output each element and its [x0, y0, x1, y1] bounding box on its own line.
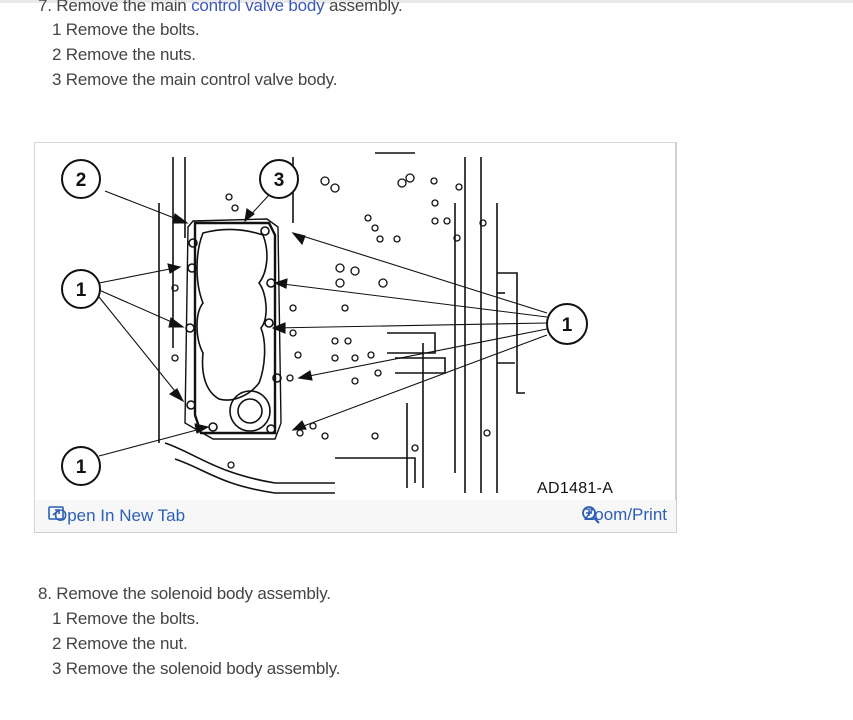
open-in-new-tab-button[interactable]: Open In New Tab [48, 506, 185, 526]
zoom-print-label: Zoom/Print [583, 505, 667, 524]
callout-2-label: 2 [76, 170, 87, 191]
callout-1-right-label: 1 [562, 315, 573, 336]
callout-2-circle [61, 159, 101, 199]
step-8-heading: 8. Remove the solenoid body assembly. [38, 584, 331, 603]
step-8-substep-3: 3 Remove the solenoid body assembly. [52, 659, 341, 678]
callout-3-label: 3 [274, 170, 285, 191]
step-8-substep-2: 2 Remove the nut. [52, 634, 188, 653]
top-divider [0, 0, 853, 3]
step-7-substep-1: 1 Remove the bolts. [52, 20, 200, 39]
control-valve-body-link[interactable]: control valve body [191, 0, 325, 15]
callout-1-left-bottom-circle [61, 446, 101, 486]
zoom-print-button[interactable]: Zoom/Print [581, 505, 667, 525]
step-7-heading: 7. Remove the main control valve body as… [38, 0, 403, 16]
step-8-substep-1: 1 Remove the bolts. [52, 609, 200, 628]
step-7-heading-text: 7. Remove the main [38, 0, 192, 15]
callout-1-left-bottom-label: 1 [76, 457, 87, 478]
callout-3-circle [259, 159, 299, 199]
callout-1-right-circle [546, 303, 588, 345]
step-7-substep-2: 2 Remove the nuts. [52, 45, 196, 64]
figure-action-bar: Open In New Tab Zoom/Print [35, 500, 676, 532]
open-in-new-tab-label: Open In New Tab [54, 506, 186, 525]
callout-1-left-mid-label: 1 [76, 280, 87, 301]
step-7-substep-3: 3 Remove the main control valve body. [52, 70, 338, 89]
valve-body-diagram: 2 3 1 1 1 [61, 152, 588, 494]
step-7-heading-suffix: assembly. [324, 0, 403, 15]
callout-1-left-mid-circle [61, 269, 101, 309]
figure-panel: 2 3 1 1 1 AD1481-A Open In New Tab [34, 142, 677, 533]
figure-code: AD1481-A [537, 480, 614, 497]
